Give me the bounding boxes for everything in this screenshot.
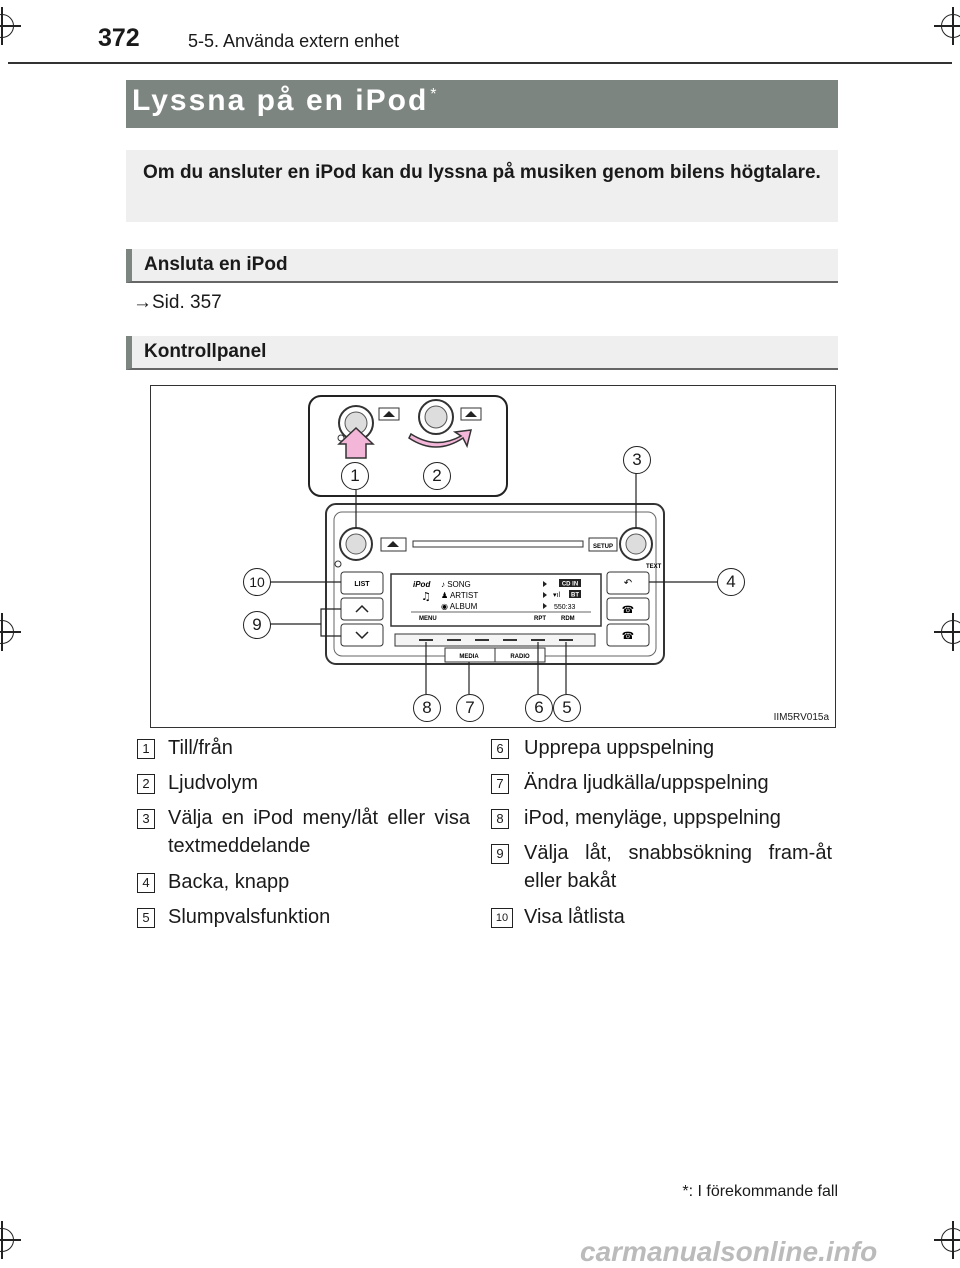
callout-8: 8 [413,694,441,722]
svg-text:◉ ALBUM: ◉ ALBUM [441,602,478,611]
svg-text:550:33: 550:33 [554,604,576,611]
legend-num-1: 1 [137,739,155,759]
crop-mark-bottom-left [0,1221,21,1259]
figure-id: IIM5RV015a [773,712,829,723]
svg-text:iPod: iPod [413,580,431,589]
watermark: carmanualsonline.info [580,1236,878,1267]
svg-text:♪ SONG: ♪ SONG [441,580,471,589]
crop-mark-top-left [0,7,21,45]
legend-num-8: 8 [491,809,509,829]
legend-num-2: 2 [137,774,155,794]
section-panel-heading: Kontrollpanel [144,341,267,362]
title-marker: * [430,86,439,103]
svg-text:♫: ♫ [421,590,431,603]
control-panel-illustration: SETUP TEXT LIST ↶ ☎ ☎ iPod ♪ SONG ♟ ARTI… [269,395,717,694]
svg-text:CD IN: CD IN [562,582,578,588]
crop-mark-mid-right [934,613,960,651]
legend-item-8: iPod, menyläge, uppspelning [524,807,781,829]
svg-text:♟ ARTIST: ♟ ARTIST [441,591,478,600]
svg-text:SETUP: SETUP [593,544,613,550]
header-rule [8,62,952,64]
crop-mark-top-right [934,7,960,45]
legend-num-7: 7 [491,774,509,794]
title-bar [126,80,838,128]
legend-num-5: 5 [137,908,155,928]
svg-text:RADIO: RADIO [510,654,530,660]
svg-text:RDM: RDM [561,616,575,622]
crop-mark-bottom-right [934,1221,960,1259]
legend-item-1: Till/från [168,737,233,759]
legend-item-4: Backa, knapp [168,871,290,893]
svg-text:RPT: RPT [534,616,546,622]
svg-text:MEDIA: MEDIA [459,654,479,660]
legend-num-3: 3 [137,809,155,829]
svg-text:☎: ☎ [622,605,634,616]
legend-num-10: 10 [491,908,513,928]
running-title: 5-5. Använda extern enhet [188,31,400,51]
callout-4: 4 [717,568,745,596]
footnote: *: I förekommande fall [682,1183,838,1200]
crop-mark-mid-left [0,613,21,651]
arrow-icon: → [133,292,152,313]
callout-5: 5 [553,694,581,722]
xref-text: Sid. 357 [152,292,222,313]
svg-text:LIST: LIST [354,581,370,588]
cross-reference[interactable]: →Sid. 357 [133,292,222,314]
intro-text: Om du ansluter en iPod kan du lyssna på … [143,162,821,183]
legend-item-5: Slumpvalsfunktion [168,906,331,928]
svg-text:BT: BT [571,593,579,599]
page-number: 372 [98,24,140,52]
legend-item-10: Visa låtlista [524,906,625,928]
legend-item-6: Upprepa uppspelning [524,737,715,759]
legend-item-9: Välja låt, snabbsökning fram-åt eller ba… [524,842,832,892]
legend-num-6: 6 [491,739,509,759]
svg-text:↶: ↶ [624,578,632,589]
callout-9: 9 [243,611,271,639]
svg-text:MENU: MENU [419,616,437,622]
callout-3: 3 [623,446,651,474]
callout-10: 10 [243,568,271,596]
legend-item-3: Välja en iPod meny/låt eller visa textme… [168,807,470,857]
legend-item-7: Ändra ljudkälla/uppspelning [524,772,769,794]
callout-2: 2 [423,462,451,490]
page-title: Lyssna på en iPod* [132,84,439,118]
section-connect-heading: Ansluta en iPod [144,254,288,275]
legend-item-2: Ljudvolym [168,772,259,794]
section-connect: Ansluta en iPod [126,249,838,283]
callout-1: 1 [341,462,369,490]
section-panel: Kontrollpanel [126,336,838,370]
svg-text:☎: ☎ [622,631,634,642]
intro-box [126,150,838,222]
control-panel-figure: SETUP TEXT LIST ↶ ☎ ☎ iPod ♪ SONG ♟ ARTI… [150,385,836,728]
page-title-text: Lyssna på en iPod [132,84,429,117]
svg-text:TEXT: TEXT [646,564,662,570]
callout-7: 7 [456,694,484,722]
legend-num-4: 4 [137,873,155,893]
legend-num-9: 9 [491,844,509,864]
svg-text:▾ıl: ▾ıl [553,592,560,599]
callout-6: 6 [525,694,553,722]
